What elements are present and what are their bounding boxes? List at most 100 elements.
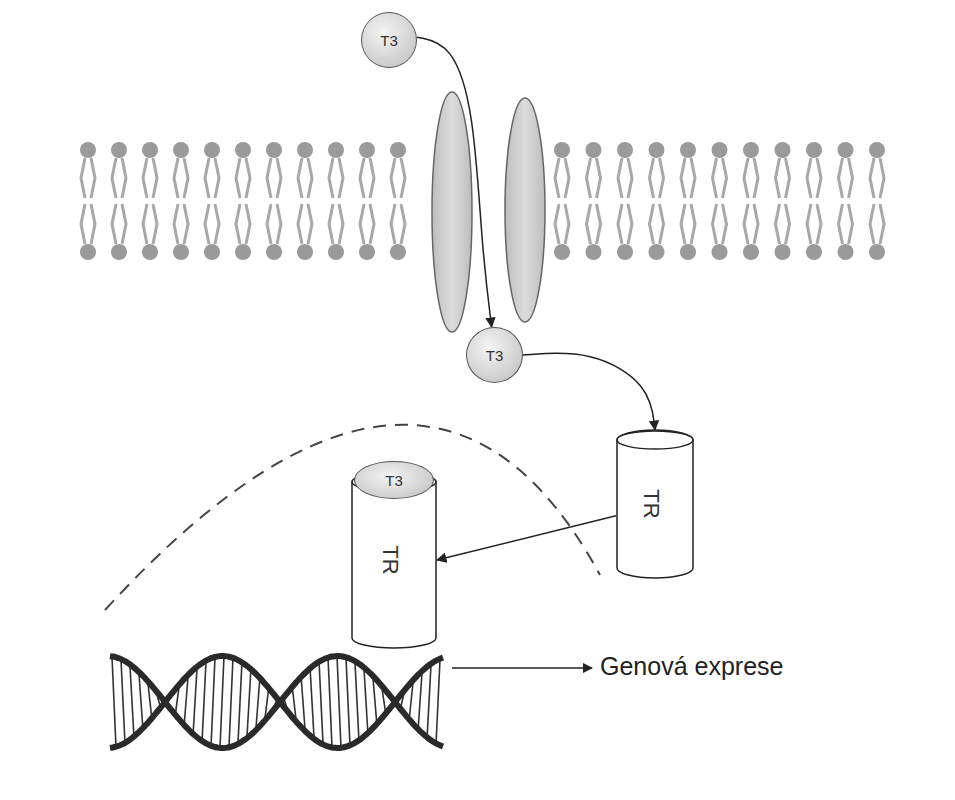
lipid-head (869, 142, 885, 158)
phospholipid (617, 142, 633, 260)
base-pair (436, 660, 440, 745)
base-pair (319, 661, 323, 744)
lipid-head (806, 142, 822, 158)
base-pair (337, 656, 341, 748)
phospholipid (266, 142, 282, 260)
lipid-head (359, 244, 375, 260)
lipid-head (80, 142, 96, 158)
lipid-head (235, 142, 251, 158)
lipid-head (390, 142, 406, 158)
base-pair (364, 669, 368, 734)
lipid-head (266, 244, 282, 260)
base-pair (130, 666, 134, 738)
base-pair (139, 674, 143, 730)
expression-arrow (452, 667, 592, 669)
transport-arrow (417, 37, 492, 327)
base-pair (229, 657, 233, 747)
phospholipid (680, 142, 696, 260)
lipid-tail (650, 158, 664, 244)
lipid-head (297, 244, 313, 260)
lipid-head (712, 142, 728, 158)
lipid-head (328, 244, 344, 260)
lipid-head (586, 142, 602, 158)
lipid-tail (713, 158, 727, 244)
receptor-cylinder: TR (616, 430, 694, 578)
lipid-tail (587, 158, 601, 244)
base-pair (238, 661, 242, 743)
lipid-tail (776, 158, 790, 244)
lipid-head (869, 244, 885, 260)
lipid-head (80, 244, 96, 260)
lipid-head (775, 244, 791, 260)
lipid-tail (81, 158, 95, 244)
lipid-head (554, 142, 570, 158)
lipid-tail (744, 158, 758, 244)
phospholipid (204, 142, 220, 260)
base-pair (220, 656, 224, 748)
base-pair (301, 675, 305, 729)
lipid-tail (555, 158, 569, 244)
lipid-head (204, 142, 220, 158)
base-pair (256, 676, 260, 728)
lipid-head (328, 142, 344, 158)
lipid-head (586, 244, 602, 260)
transporter-protein (432, 92, 472, 332)
base-pair (247, 668, 251, 737)
phospholipid (111, 142, 127, 260)
lipid-tail (839, 158, 853, 244)
dna-helix (110, 656, 443, 748)
phospholipid (806, 142, 822, 260)
node-label: T3 (486, 348, 504, 363)
lipid-head (554, 244, 570, 260)
lipid-head (111, 244, 127, 260)
lipid-tail (298, 158, 312, 244)
lipid-head (297, 142, 313, 158)
lipid-head (743, 244, 759, 260)
hormone-cap: T3 (354, 461, 434, 499)
lipid-tail (143, 158, 157, 244)
lipid-tail (391, 158, 405, 244)
process-label: Genová exprese (600, 652, 783, 681)
transport-arrow (437, 516, 616, 560)
lipid-head (712, 244, 728, 260)
lipid-head (266, 142, 282, 158)
lipid-head (680, 142, 696, 158)
dna-strand (110, 656, 443, 748)
base-pair (373, 678, 377, 726)
lipid-tail (112, 158, 126, 244)
base-pair (355, 662, 359, 741)
base-pair (328, 657, 332, 747)
phospholipid (869, 142, 885, 260)
lipid-head (680, 244, 696, 260)
lipid-head (649, 244, 665, 260)
base-pair (346, 658, 350, 746)
phospholipid (142, 142, 158, 260)
cylinder-body (352, 472, 436, 648)
phospholipid (649, 142, 665, 260)
lipid-tail (236, 158, 250, 244)
base-pair (211, 658, 215, 747)
lipid-head (775, 142, 791, 158)
phospholipid (80, 142, 96, 260)
phospholipid (390, 142, 406, 260)
node-label: T3 (380, 33, 398, 48)
transporter-protein (505, 98, 545, 322)
cylinder-top (352, 473, 436, 491)
base-pair (193, 668, 197, 735)
lipid-tail (807, 158, 821, 244)
base-pair (112, 657, 116, 748)
lipid-head (838, 244, 854, 260)
base-pair (427, 665, 431, 739)
lipid-tail (870, 158, 884, 244)
base-pair (418, 673, 422, 731)
phospholipid (359, 142, 375, 260)
lipid-head (359, 142, 375, 158)
lipid-head (111, 142, 127, 158)
phospholipid (775, 142, 791, 260)
node-label: TR (379, 545, 409, 574)
cylinder-top (617, 431, 693, 449)
phospholipid (838, 142, 854, 260)
lipid-tail (205, 158, 219, 244)
